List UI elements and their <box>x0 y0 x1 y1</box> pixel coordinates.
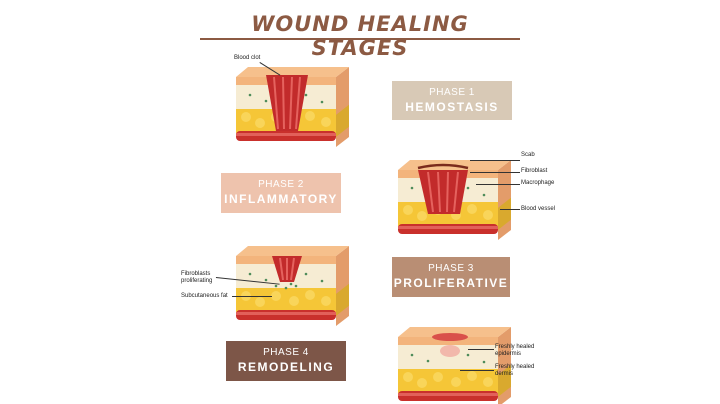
leader-scab <box>470 160 520 161</box>
phase-2-name: INFLAMMATORY <box>224 192 338 206</box>
label-scab: Scab <box>521 152 535 158</box>
title-underline <box>200 38 520 40</box>
page-title: WOUND HEALING STAGES <box>251 12 469 60</box>
label-fibroblasts-proliferating-2: proliferating <box>181 278 213 284</box>
phase-3-box: PHASE 3 PROLIFERATIVE <box>392 257 510 297</box>
phase-2-box: PHASE 2 INFLAMMATORY <box>221 173 341 213</box>
leader-subcutaneous-fat <box>232 296 272 297</box>
label-freshly-healed-epidermis-1: Freshly healed <box>495 344 535 350</box>
label-macrophage: Macrophage <box>521 180 555 186</box>
leader-freshly-healed-epidermis <box>468 349 494 350</box>
phase-3-number: PHASE 3 <box>428 263 474 274</box>
label-fibroblast: Fibroblast <box>521 168 548 174</box>
label-freshly-healed-epidermis-2: epidermis <box>495 351 522 357</box>
label-freshly-healed-dermis-1: Freshly healed <box>495 364 535 370</box>
leader-blood-vessel <box>500 209 520 210</box>
phase-4-box: PHASE 4 REMODELING <box>226 341 346 381</box>
leader-macrophage <box>476 184 520 185</box>
label-subcutaneous-fat: Subcutaneous fat <box>181 293 228 299</box>
label-freshly-healed-dermis-2: dermis <box>495 371 514 377</box>
phase-1-box: PHASE 1 HEMOSTASIS <box>392 81 512 120</box>
phase-4-name: REMODELING <box>237 360 335 374</box>
label-blood-clot: Blood clot <box>234 55 261 61</box>
label-fibroblasts-proliferating-1: Fibroblasts <box>181 271 211 277</box>
phase-1-name: HEMOSTASIS <box>405 100 499 114</box>
label-blood-vessel: Blood vessel <box>521 206 556 212</box>
leader-freshly-healed-dermis <box>460 370 494 371</box>
phase-4-number: PHASE 4 <box>263 347 309 358</box>
phase-1-number: PHASE 1 <box>429 87 475 98</box>
phase-3-name: PROLIFERATIVE <box>393 276 509 290</box>
phase-2-number: PHASE 2 <box>258 179 304 190</box>
leader-fibroblast <box>470 172 520 173</box>
